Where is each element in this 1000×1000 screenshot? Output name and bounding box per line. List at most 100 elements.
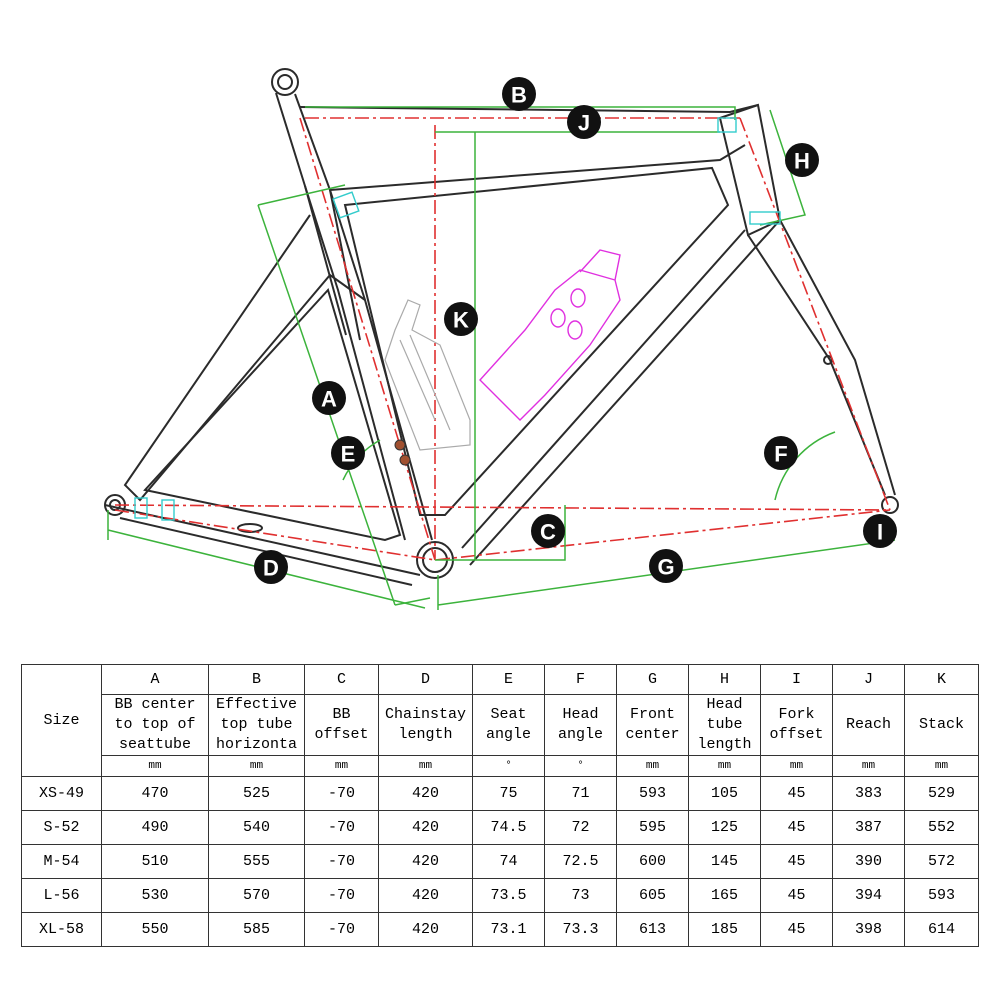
value-cell: 572 <box>904 844 979 879</box>
value-cell: -70 <box>304 810 379 845</box>
column-unit-k: mm <box>904 755 979 777</box>
size-cell: S-52 <box>21 810 102 845</box>
column-name-line: top tube <box>220 716 293 733</box>
column-letter-a: A <box>101 664 209 695</box>
value-cell: 570 <box>208 878 305 913</box>
value-cell: 420 <box>378 776 473 811</box>
column-name-line: tube <box>706 716 743 733</box>
badge-letter: A <box>321 387 337 412</box>
value-cell: 387 <box>832 810 905 845</box>
column-name-line: BB center <box>114 696 196 713</box>
badge-i: I <box>863 514 897 548</box>
badge-letter: C <box>540 520 556 545</box>
value-cell: 45 <box>760 878 833 913</box>
value-cell: 600 <box>616 844 689 879</box>
badge-h: H <box>785 143 819 177</box>
badge-c: C <box>531 514 565 548</box>
column-name-line: Reach <box>845 716 891 733</box>
column-name-line: offset <box>769 726 824 743</box>
value-cell: 540 <box>208 810 305 845</box>
value-cell: 555 <box>208 844 305 879</box>
column-name-line: length <box>697 736 752 753</box>
column-name-line: Head <box>562 706 599 723</box>
value-cell: 394 <box>832 878 905 913</box>
column-name-line: horizonta <box>215 736 297 753</box>
value-cell: 613 <box>616 912 689 947</box>
value-cell: 72 <box>544 810 617 845</box>
value-cell: 390 <box>832 844 905 879</box>
value-cell: 72.5 <box>544 844 617 879</box>
badge-letter: I <box>877 520 883 545</box>
value-cell: -70 <box>304 912 379 947</box>
size-cell: XS-49 <box>21 776 102 811</box>
column-letter-d: D <box>378 664 473 695</box>
value-cell: 45 <box>760 912 833 947</box>
value-cell: 550 <box>101 912 209 947</box>
rear-triangle-inner <box>143 288 402 542</box>
column-name-line: angle <box>557 726 603 743</box>
seatstay-outline <box>123 214 366 502</box>
column-name-f: Head angle <box>544 694 617 756</box>
column-unit-g: mm <box>616 755 689 777</box>
value-cell: 595 <box>616 810 689 845</box>
value-cell: 552 <box>904 810 979 845</box>
value-cell: 383 <box>832 776 905 811</box>
value-cell: 593 <box>904 878 979 913</box>
column-name-line: center <box>625 726 680 743</box>
value-cell: 74 <box>472 844 545 879</box>
size-cell: M-54 <box>21 844 102 879</box>
badge-letter: H <box>794 149 810 174</box>
value-cell: 73.5 <box>472 878 545 913</box>
column-name-line: Stack <box>918 716 964 733</box>
column-name-line: Fork <box>778 706 815 723</box>
value-cell: 165 <box>688 878 761 913</box>
value-cell: 74.5 <box>472 810 545 845</box>
column-unit-a: mm <box>101 755 209 777</box>
column-letter-i: I <box>760 664 833 695</box>
badge-g: G <box>649 549 683 583</box>
value-cell: 529 <box>904 776 979 811</box>
column-unit-e: ° <box>472 755 545 777</box>
value-cell: 73 <box>544 878 617 913</box>
cyan-accents <box>134 117 781 521</box>
badge-letter: G <box>657 555 674 580</box>
value-cell: 45 <box>760 810 833 845</box>
bottle-bolts <box>394 439 411 466</box>
badge-letter: E <box>341 442 356 467</box>
badge-b: B <box>502 77 536 111</box>
column-unit-c: mm <box>304 755 379 777</box>
value-cell: 398 <box>832 912 905 947</box>
value-cell: 45 <box>760 844 833 879</box>
down-tube-outline <box>461 219 781 566</box>
value-cell: 614 <box>904 912 979 947</box>
value-cell: 530 <box>101 878 209 913</box>
value-cell: 585 <box>208 912 305 947</box>
value-cell: 420 <box>378 912 473 947</box>
value-cell: 470 <box>101 776 209 811</box>
column-name-line: Front <box>629 706 675 723</box>
value-cell: 420 <box>378 844 473 879</box>
column-name-line: Head <box>706 696 743 713</box>
column-name-h: Head tube length <box>688 694 761 756</box>
column-name-line: to top of <box>114 716 196 733</box>
value-cell: 490 <box>101 810 209 845</box>
column-name-k: Stack <box>904 694 979 756</box>
badge-d: D <box>254 550 288 584</box>
badge-a: A <box>312 381 346 415</box>
column-name-line: Seat <box>490 706 527 723</box>
badge-e: E <box>331 436 365 470</box>
value-cell: 420 <box>378 878 473 913</box>
column-unit-h: mm <box>688 755 761 777</box>
value-cell: -70 <box>304 776 379 811</box>
badge-letter: J <box>578 111 590 136</box>
badge-letter: F <box>774 442 787 467</box>
